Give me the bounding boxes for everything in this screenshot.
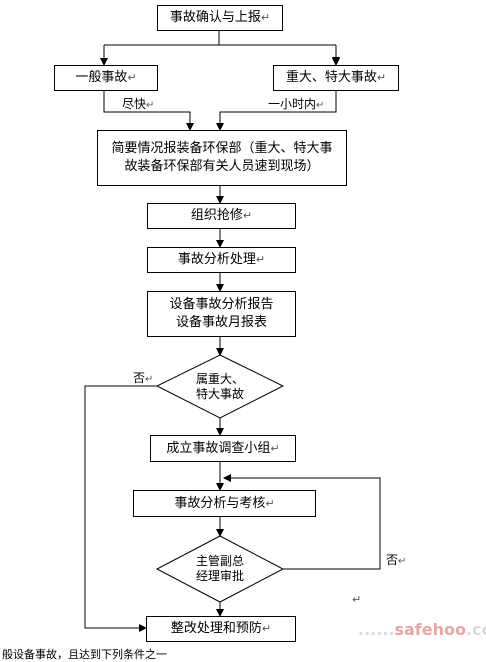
edge-label-no-major: 否↵ xyxy=(133,371,154,385)
node-team-label: 成立事故调查小组 xyxy=(166,440,271,456)
bottom-cut-text: 般设备事故，且达到下列条件之一 xyxy=(2,648,167,661)
node-report-docs-line1: 设备事故分析报告 xyxy=(169,297,274,312)
node-general: 一般事故↵ xyxy=(54,65,158,91)
paragraph-mark: ↵ xyxy=(242,209,253,222)
edge-label-major-time: 一小时内↵ xyxy=(268,97,325,111)
node-general-label: 一般事故 xyxy=(75,70,128,85)
general-to-brief xyxy=(103,90,194,131)
paragraph-mark: ↵ xyxy=(270,441,280,455)
node-report-docs: 设备事故分析报告 设备事故月报表 xyxy=(147,291,296,337)
node-major-label: 重大、特大事故 xyxy=(285,70,377,85)
major-to-brief xyxy=(216,90,337,131)
decision-approve-label: 主管副总 经理审批 xyxy=(195,554,244,583)
paragraph-mark-standalone: ↵ xyxy=(352,593,362,606)
split-connector xyxy=(103,30,336,64)
node-brief-report: 简要情况报装备环保部（重大、特大事故装备环保部有关人员速到现场） xyxy=(97,130,347,186)
paragraph-mark: ↵ xyxy=(265,496,275,510)
node-team: 成立事故调查小组↵ xyxy=(150,435,296,462)
node-brief-report-label: 简要情况报装备环保部（重大、特大事故装备环保部有关人员速到现场） xyxy=(111,141,333,174)
no-approve-loop xyxy=(223,474,381,570)
node-rectify-label: 整改处理和预防 xyxy=(170,621,262,636)
no-major-loop xyxy=(84,385,157,632)
paragraph-mark: ↵ xyxy=(127,71,137,84)
node-rescue: 组织抢修↵ xyxy=(147,203,296,229)
node-rescue-label: 组织抢修 xyxy=(190,208,243,223)
node-assess-label: 事故分析与考核 xyxy=(174,495,266,511)
paragraph-mark: ↵ xyxy=(261,622,272,635)
edge-label-general-time: 尽快↵ xyxy=(122,97,155,111)
edge-label-no-approve: 否↵ xyxy=(386,553,407,567)
node-report: 事故确认与上报↵ xyxy=(157,5,283,31)
node-analysis: 事故分析处理↵ xyxy=(147,247,296,273)
node-analysis-label: 事故分析处理 xyxy=(177,252,256,267)
paragraph-mark: ↵ xyxy=(376,71,387,84)
node-report-docs-line2: 设备事故月报表 xyxy=(175,315,267,330)
paragraph-mark: ↵ xyxy=(255,253,266,266)
node-rectify: 整改处理和预防↵ xyxy=(146,616,296,642)
node-report-label: 事故确认与上报 xyxy=(169,10,261,25)
node-assess: 事故分析与考核↵ xyxy=(133,490,316,517)
decision-diamond-major xyxy=(155,354,285,419)
paragraph-mark: ↵ xyxy=(260,11,271,24)
node-major: 重大、特大事故↵ xyxy=(273,65,399,91)
watermark-logo: ......safehoo.com xyxy=(358,620,486,639)
decision-diamond-approve xyxy=(155,535,285,603)
decision-major-label: 属重大、 特大事故 xyxy=(195,372,244,401)
